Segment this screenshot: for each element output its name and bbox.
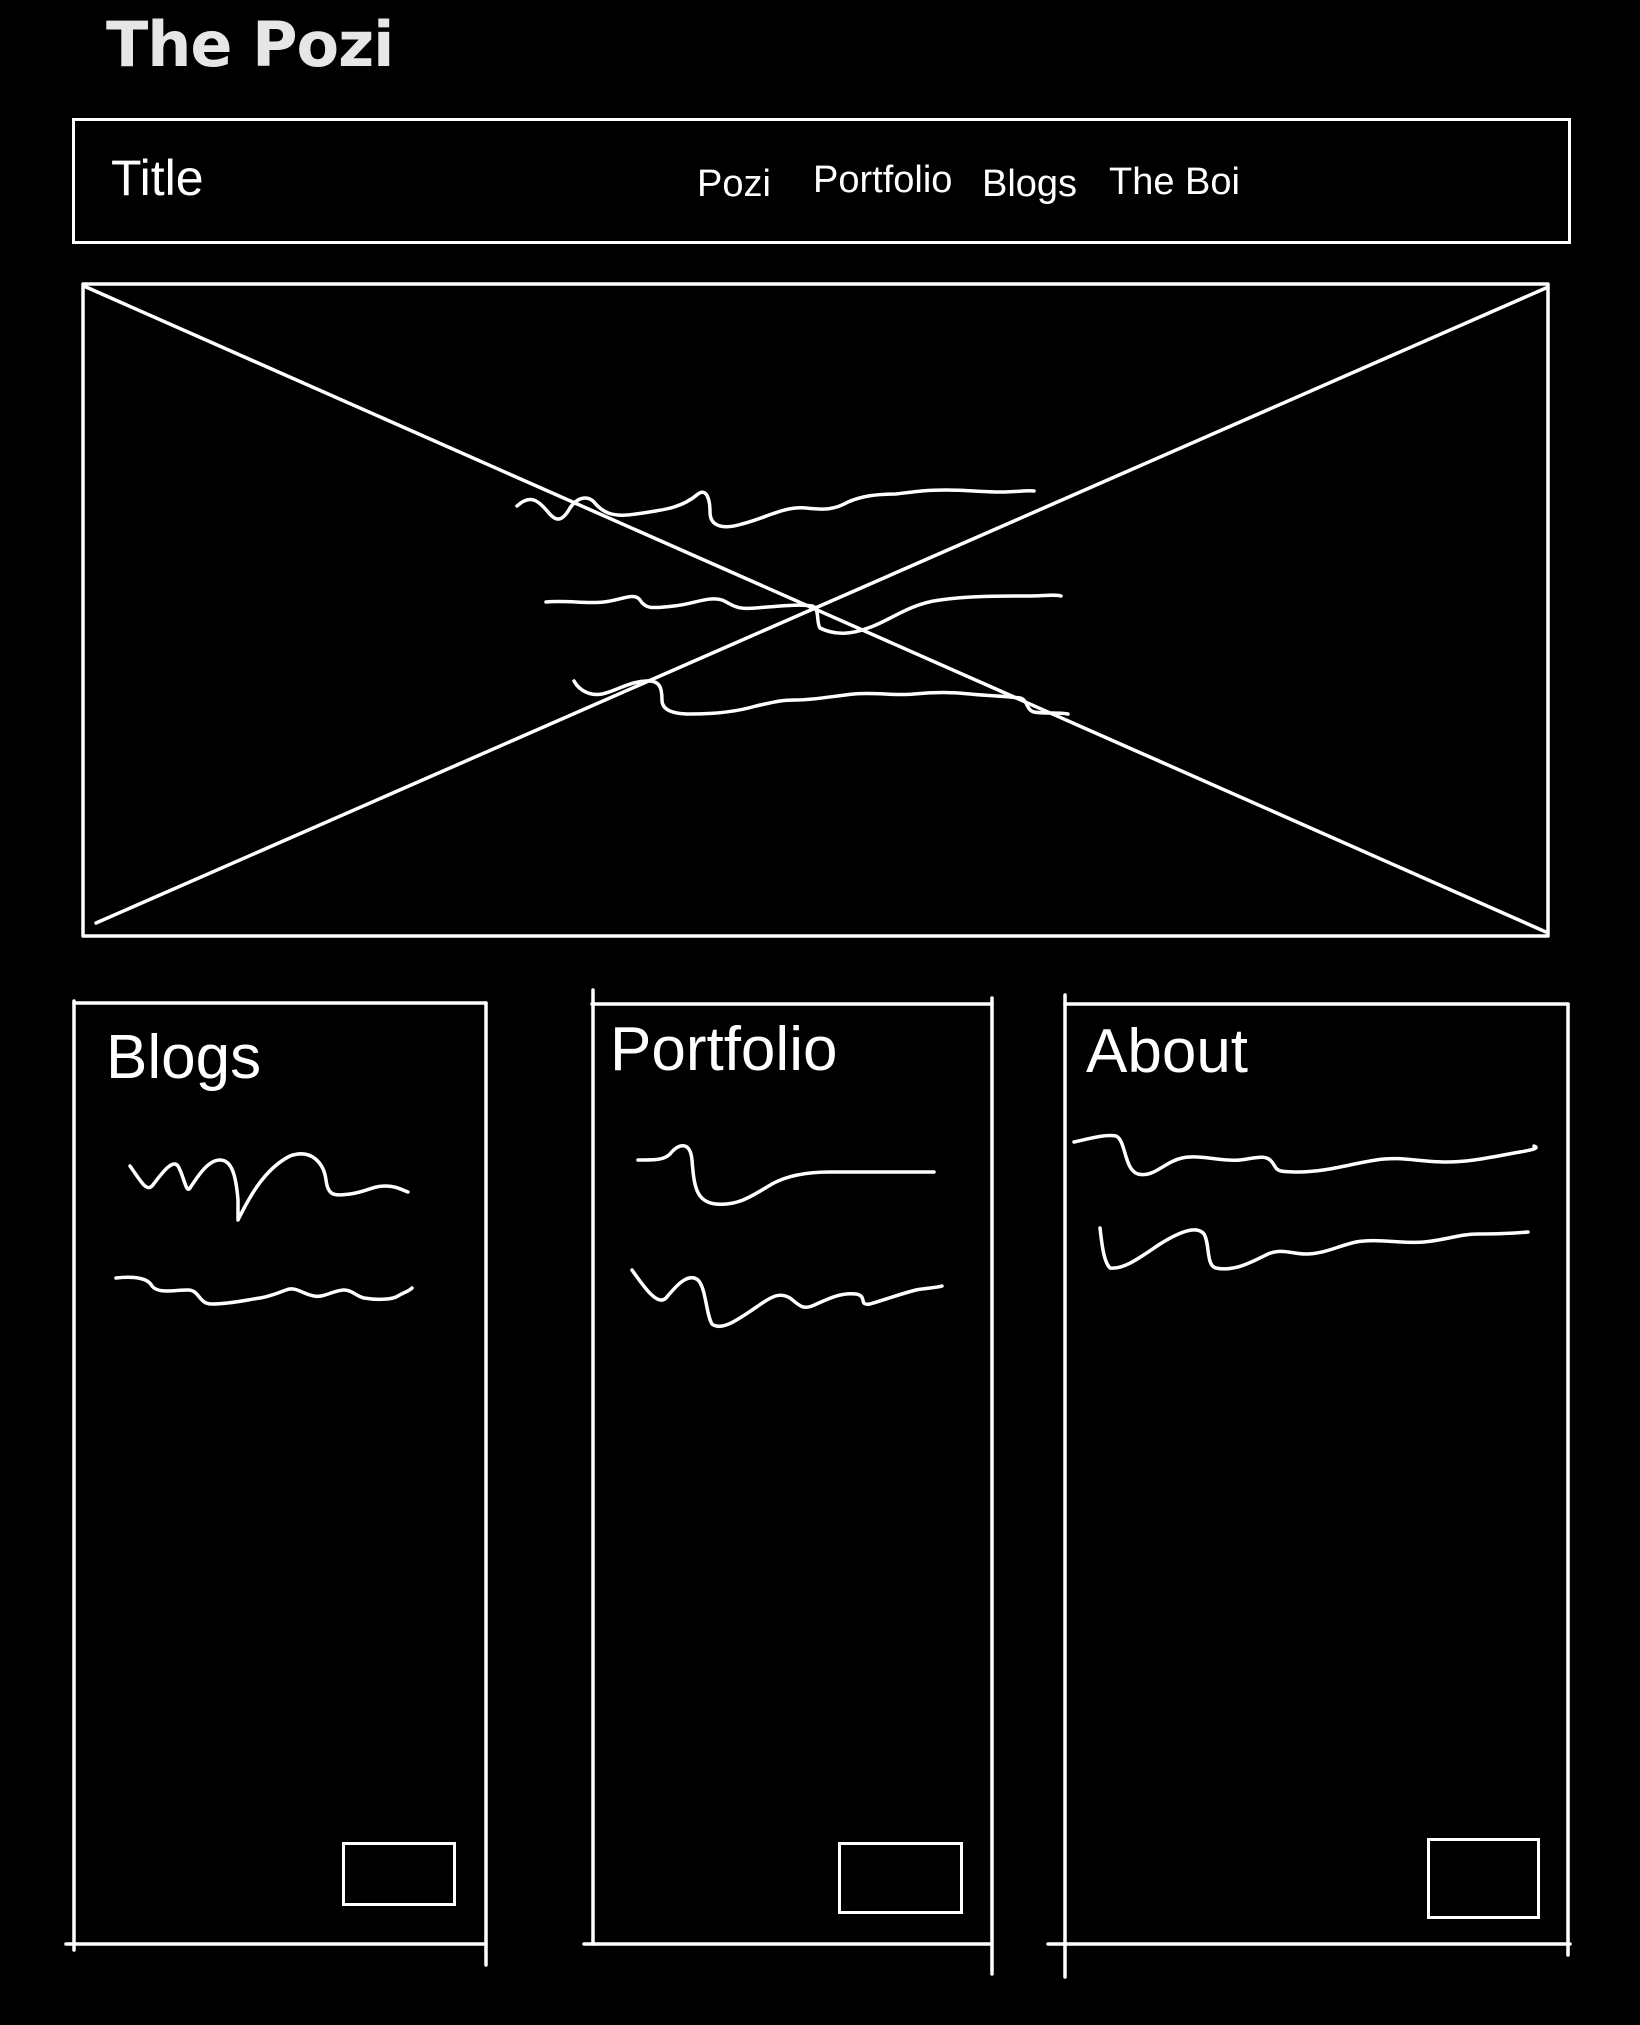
navbar: Title Pozi Portfolio Blogs The Boi — [72, 118, 1571, 244]
card-squiggle-line — [630, 1268, 944, 1328]
nav-link-portfolio[interactable]: Portfolio — [813, 159, 953, 201]
card-title-blogs: Blogs — [106, 1023, 262, 1092]
nav-brand-title[interactable]: Title — [111, 150, 204, 206]
hero-squiggle-line — [544, 593, 1063, 635]
hero-placeholder-text — [515, 488, 1070, 716]
app-title: The Pozi — [106, 8, 394, 81]
card-blogs-frame — [64, 999, 488, 1967]
hero-squiggle-line — [515, 488, 1036, 529]
card-squiggle-line — [1072, 1133, 1538, 1177]
card-portfolio-text — [630, 1144, 944, 1328]
nav-link-the-boi[interactable]: The Boi — [1109, 161, 1240, 203]
card-title-portfolio: Portfolio — [610, 1015, 838, 1084]
blogs-card-button[interactable] — [342, 1842, 456, 1906]
card-squiggle-line — [1098, 1226, 1530, 1271]
hero-image-placeholder — [81, 282, 1550, 938]
card-portfolio-frame — [582, 988, 994, 1976]
card-blogs-text — [114, 1152, 414, 1306]
card-squiggle-line — [114, 1275, 414, 1306]
nav-link-blogs[interactable]: Blogs — [982, 163, 1078, 205]
portfolio-card-button[interactable] — [838, 1842, 963, 1914]
hero-squiggle-line — [572, 679, 1070, 716]
nav-link-pozi[interactable]: Pozi — [697, 163, 771, 205]
card-about-text — [1072, 1133, 1538, 1271]
card-about-frame — [1046, 993, 1572, 1979]
card-squiggle-line — [636, 1144, 936, 1206]
card-title-about: About — [1086, 1017, 1249, 1086]
about-card-button[interactable] — [1427, 1838, 1540, 1919]
card-squiggle-line — [128, 1152, 410, 1222]
